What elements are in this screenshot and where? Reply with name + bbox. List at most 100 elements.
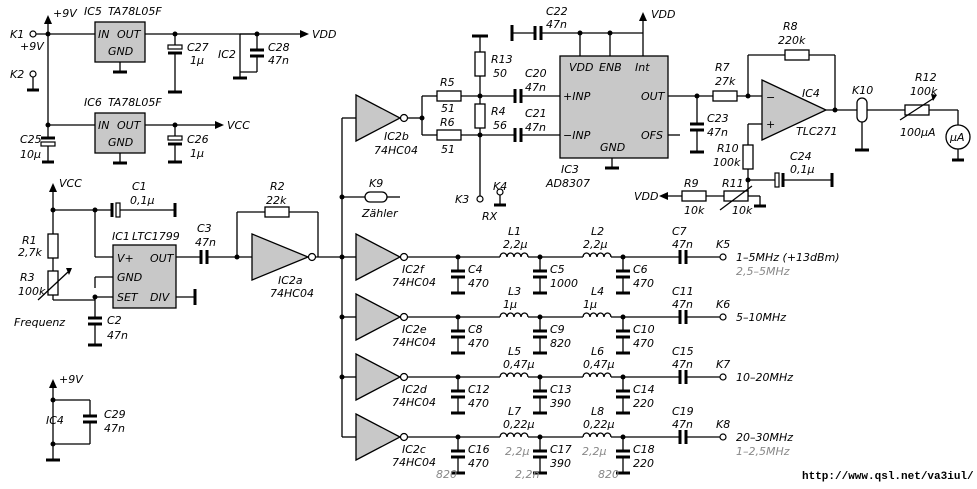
label-alt-2u2b: 2,2µ <box>582 445 607 458</box>
label-k10: K10 <box>852 84 873 97</box>
label-ic2c: IC2c <box>402 443 426 456</box>
label-c11-value: 47n <box>672 298 693 311</box>
label-r2-value: 22k <box>266 194 287 207</box>
label-c13-value: 390 <box>550 397 571 410</box>
label-c20-value: 47n <box>525 81 546 94</box>
label-c12: C12 <box>468 383 490 396</box>
ic3-pin-out: OUT <box>641 90 666 103</box>
label-r1-value: 2,7k <box>18 246 42 259</box>
label-l2-value: 2,2µ <box>583 238 608 251</box>
ic3-pin-int: Int <box>635 61 650 74</box>
label-c3-value: 47n <box>195 236 216 249</box>
label-c2-value: 47n <box>107 329 128 342</box>
label-r11-value: 10k <box>732 204 753 217</box>
r2-resistor <box>264 206 290 218</box>
k5-terminal <box>719 253 727 261</box>
ic1-pin-vplus: V+ <box>117 252 134 265</box>
label-r8-value: 220k <box>778 34 806 47</box>
label-c3: C3 <box>197 222 212 235</box>
label-k9: K9 <box>369 177 383 190</box>
label-l5-value: 0,47µ <box>503 358 535 371</box>
label-l1-value: 2,2µ <box>503 238 528 251</box>
label-ic4-type: TLC271 <box>796 125 838 138</box>
label-r4-value: 56 <box>493 119 507 132</box>
label-c14-value: 220 <box>633 397 654 410</box>
r12-potentiometer <box>904 104 930 116</box>
label-c12-value: 470 <box>468 397 489 410</box>
label-vdd-ic3: VDD <box>651 8 675 21</box>
label-band2: 5–10MHz <box>736 311 786 324</box>
label-c4-value: 470 <box>468 277 489 290</box>
ic2a-inverter <box>251 233 310 281</box>
ic3-pin-gnd: GND <box>600 141 625 154</box>
label-c6-value: 470 <box>633 277 654 290</box>
label-ic1-type: LTC1799 <box>132 230 180 243</box>
label-vdd-ps: VDD <box>312 28 336 41</box>
label-vcc-osc: VCC <box>59 177 82 190</box>
meter-output: K10 R12 100k µA 100µA <box>852 71 971 162</box>
ic1-pin-gnd: GND <box>117 271 142 284</box>
label-r13: R13 <box>491 53 513 66</box>
label-c7-value: 47n <box>672 238 693 251</box>
oscillator: VCC C1 0,1µ R1 2,7k R3 100k Frequenz IC1… <box>14 177 345 347</box>
label-frequenz: Frequenz <box>14 316 65 329</box>
ic3-ad8307 <box>559 55 669 159</box>
label-l4-value: 1µ <box>583 298 597 311</box>
distribution-bus: K9 Zähler <box>339 117 400 438</box>
label-vcc-ps: VCC <box>227 119 250 132</box>
label-k2: K2 <box>10 68 24 81</box>
label-ic3-type: AD8307 <box>545 177 590 190</box>
label-c27: C27 <box>187 41 209 54</box>
label-k5: K5 <box>716 238 730 251</box>
ic2d-inverter <box>355 352 402 402</box>
ic6-pin-out: OUT <box>117 119 142 132</box>
l8-inductor <box>582 432 612 438</box>
label-9v-ic4: +9V <box>59 373 84 386</box>
label-l6: L6 <box>591 345 604 358</box>
ic1-pin-out: OUT <box>150 252 175 265</box>
label-c29-value: 47n <box>104 422 125 435</box>
label-r7: R7 <box>715 61 730 74</box>
label-ic2d-type: 74HC04 <box>392 396 436 409</box>
label-r12: R12 <box>915 71 937 84</box>
ic3-pin-plus-inp: +INP <box>563 90 591 103</box>
label-c21-value: 47n <box>525 121 546 134</box>
label-vdd-r9: VDD <box>634 190 658 203</box>
ic4-plus: + <box>766 118 775 131</box>
label-ic5: IC5 <box>84 5 102 18</box>
label-l4: L4 <box>591 285 604 298</box>
label-c8: C8 <box>468 323 483 336</box>
label-k1: K1 <box>10 28 24 41</box>
ic3-pin-enb: ENB <box>599 61 622 74</box>
label-r5-value: 51 <box>441 102 455 115</box>
label-r2: R2 <box>270 180 285 193</box>
label-ic2b: IC2b <box>384 130 409 143</box>
label-k6: K6 <box>716 298 730 311</box>
ic4-decoupling: +9V IC4 C29 47n <box>46 373 126 462</box>
label-l7-value: 0,22µ <box>503 418 535 431</box>
k3-terminal <box>476 195 484 203</box>
label-c26: C26 <box>187 133 209 146</box>
label-r9: R9 <box>684 177 699 190</box>
label-c10: C10 <box>633 323 655 336</box>
label-c25-value: 10µ <box>20 148 41 161</box>
label-ic2a: IC2a <box>278 274 303 287</box>
k6-terminal <box>719 313 727 321</box>
label-c1-value: 0,1µ <box>130 194 155 207</box>
r1-resistor <box>47 233 59 259</box>
ic1-ltc1799 <box>112 244 177 309</box>
label-c16: C16 <box>468 443 490 456</box>
label-ic2f: IC2f <box>402 263 426 276</box>
r8-resistor <box>784 49 810 61</box>
label-c15: C15 <box>672 345 694 358</box>
label-ic6: IC6 <box>84 96 102 109</box>
label-c28: C28 <box>268 41 290 54</box>
label-l2: L2 <box>591 225 604 238</box>
l4-inductor <box>582 312 612 318</box>
label-alt-2n2: 2,2n <box>515 468 539 481</box>
k10-connector <box>856 97 868 123</box>
label-c4: C4 <box>468 263 483 276</box>
k8-terminal <box>719 433 727 441</box>
label-c13: C13 <box>550 383 572 396</box>
